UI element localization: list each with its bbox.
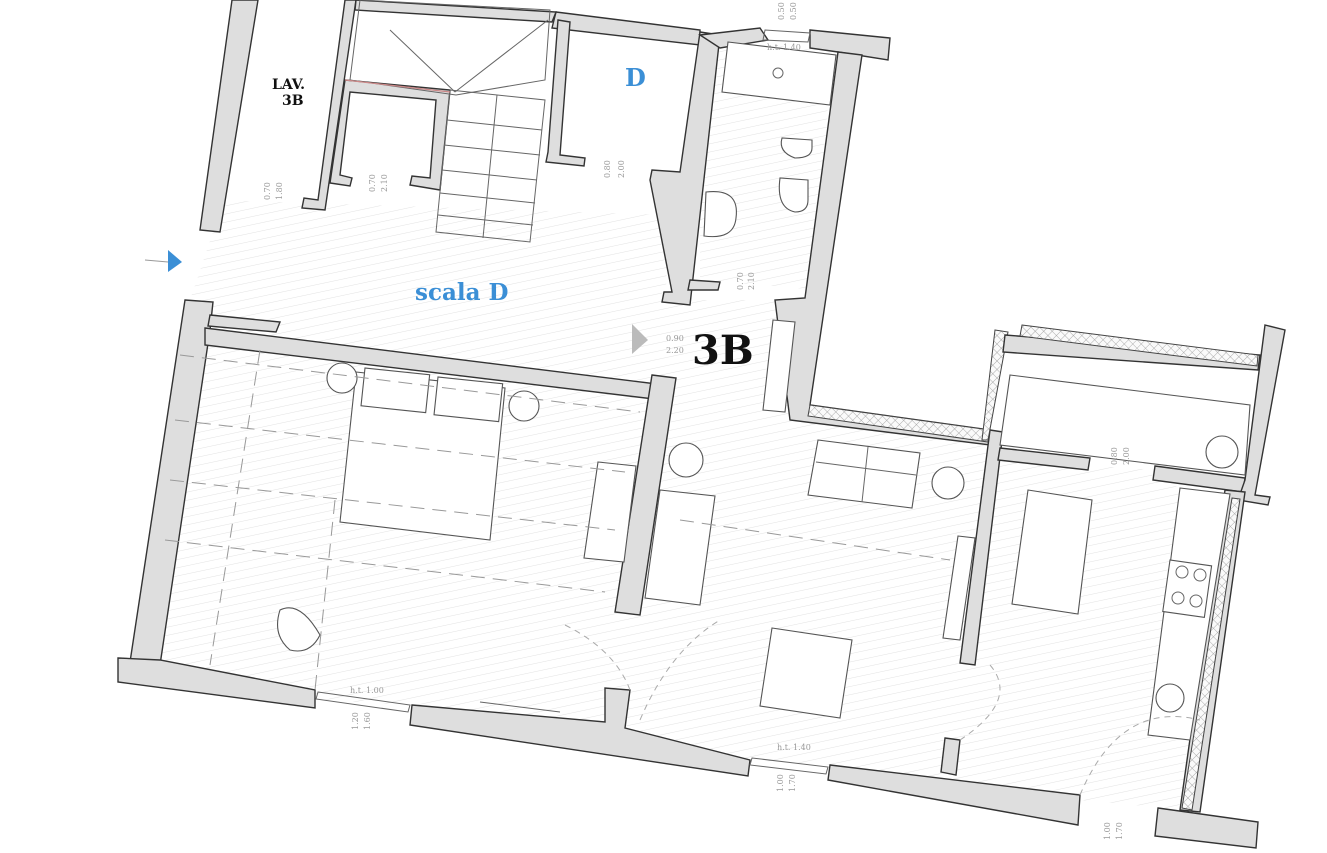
- bidet: [780, 137, 813, 159]
- lav-door-h: 1.80: [275, 182, 284, 200]
- kitchen-window-w: 1.00: [1103, 822, 1112, 840]
- pillow: [360, 367, 431, 414]
- unit-label: 3B: [692, 327, 754, 374]
- toilet: [778, 177, 809, 213]
- utility-closet: [999, 374, 1251, 476]
- bookcase: [762, 319, 796, 413]
- d-door-h: 2.00: [617, 160, 626, 178]
- wall-top-2: [354, 0, 558, 23]
- bath-door-w: 0.70: [736, 272, 745, 290]
- laundry-label: LAV.: [272, 77, 305, 93]
- entry-door-w: 0.90: [666, 334, 684, 343]
- bedroom-window-w: 1.20: [351, 712, 360, 730]
- bedroom-window-height: h.t. 1.00: [350, 686, 384, 695]
- side-table: [931, 466, 965, 500]
- wall-bath-bottom: [687, 279, 721, 291]
- entry-arrow-icon: [168, 250, 182, 272]
- wall-lav-left: [199, 0, 259, 233]
- living-window-h: 1.70: [788, 774, 797, 792]
- wall-lav-right: [301, 0, 357, 211]
- sofa: [807, 439, 921, 509]
- windows: [315, 29, 829, 775]
- bathroom: [703, 41, 837, 238]
- tv-console: [942, 535, 976, 641]
- kitchen-window-h: 1.70: [1115, 822, 1124, 840]
- stair-door-h: 2.10: [380, 174, 389, 192]
- shower-drain-icon: [772, 67, 784, 79]
- bedroom: [164, 349, 641, 691]
- washing-machine: [1205, 435, 1239, 469]
- stair-door-w: 0.70: [368, 174, 377, 192]
- walls: [117, 0, 1286, 849]
- wall-living-pier: [940, 737, 961, 776]
- kitchen-door-h: 2.00: [1122, 447, 1131, 465]
- wall-top: [551, 11, 701, 46]
- wall-kitchen-right: [1237, 324, 1286, 506]
- wall-d-right: [649, 31, 721, 306]
- shower-tray: [721, 41, 837, 106]
- insulation-kitchen-top: [1019, 324, 1259, 367]
- dimension-labels: h.t. 1.40 0.50 0.50 0.70 1.80 0.70 2.10 …: [263, 2, 1131, 840]
- entry-arrow-icon: [632, 324, 648, 354]
- wall-bath-top-right: [809, 29, 891, 61]
- dining-table: [759, 627, 853, 719]
- wall-bottom-2: [409, 687, 751, 777]
- stair-label: scala D: [415, 279, 508, 306]
- insulation-kitchen-east: [1181, 497, 1241, 811]
- side-table: [668, 442, 704, 478]
- d-door-w: 0.80: [603, 160, 612, 178]
- sink: [1155, 683, 1185, 713]
- top-window-h: 0.50: [789, 2, 798, 20]
- top-window-w: 0.50: [777, 2, 786, 20]
- bedroom-window-h: 1.60: [363, 712, 372, 730]
- armchair: [277, 607, 321, 652]
- apartment-d-label: D: [625, 63, 646, 92]
- wall-kitchen-partition: [959, 429, 1004, 666]
- living-room: [564, 319, 1001, 741]
- wall-stair-inner: [329, 79, 451, 191]
- kitchen: [999, 374, 1251, 796]
- wall-left-main: [129, 299, 214, 666]
- washbasin: [703, 190, 737, 238]
- kitchen-table: [1011, 489, 1093, 615]
- living-window-height: h.t. 1.40: [777, 743, 811, 752]
- bath-door-h: 2.10: [747, 272, 756, 290]
- wall-kitchen-mid: [997, 447, 1091, 471]
- lav-door-w: 0.70: [263, 182, 272, 200]
- wall-d-left: [545, 19, 586, 167]
- laundry-label-number: 3B: [282, 93, 304, 109]
- nightstand-lamp: [508, 390, 540, 422]
- wall-bottom-4: [1154, 807, 1259, 849]
- living-window-w: 1.00: [776, 774, 785, 792]
- dresser: [583, 461, 637, 563]
- armchair-sofa: [644, 489, 716, 606]
- insulation-kitchen-left: [981, 329, 1009, 441]
- wall-bottom-3: [827, 764, 1081, 826]
- nightstand-lamp: [326, 362, 358, 394]
- staircase: [344, 0, 551, 243]
- wall-stair-bottom: [207, 314, 281, 333]
- pillow: [433, 376, 504, 423]
- kitchen-door-w: 0.80: [1110, 447, 1119, 465]
- wall-bottom-1: [117, 657, 316, 709]
- entry-door-h: 2.20: [666, 346, 684, 355]
- top-window-height: h.t. 1.40: [767, 43, 801, 52]
